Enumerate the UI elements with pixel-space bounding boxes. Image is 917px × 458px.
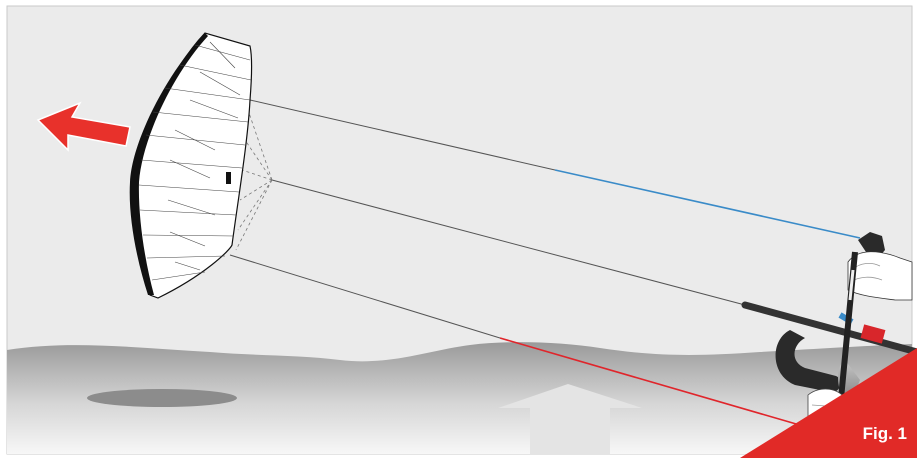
water-surface (7, 342, 912, 454)
kite-canopy (129, 32, 253, 299)
arrow-left-icon (36, 101, 131, 152)
bridle-lines (235, 109, 273, 251)
flying-lines (229, 99, 861, 429)
wind-direction-arrow-icon (498, 384, 642, 454)
figure-label: Fig. 1 (862, 424, 907, 443)
rider-hand-top (847, 232, 913, 301)
figure-corner-badge (740, 348, 917, 458)
shadow-ellipse (87, 389, 237, 407)
